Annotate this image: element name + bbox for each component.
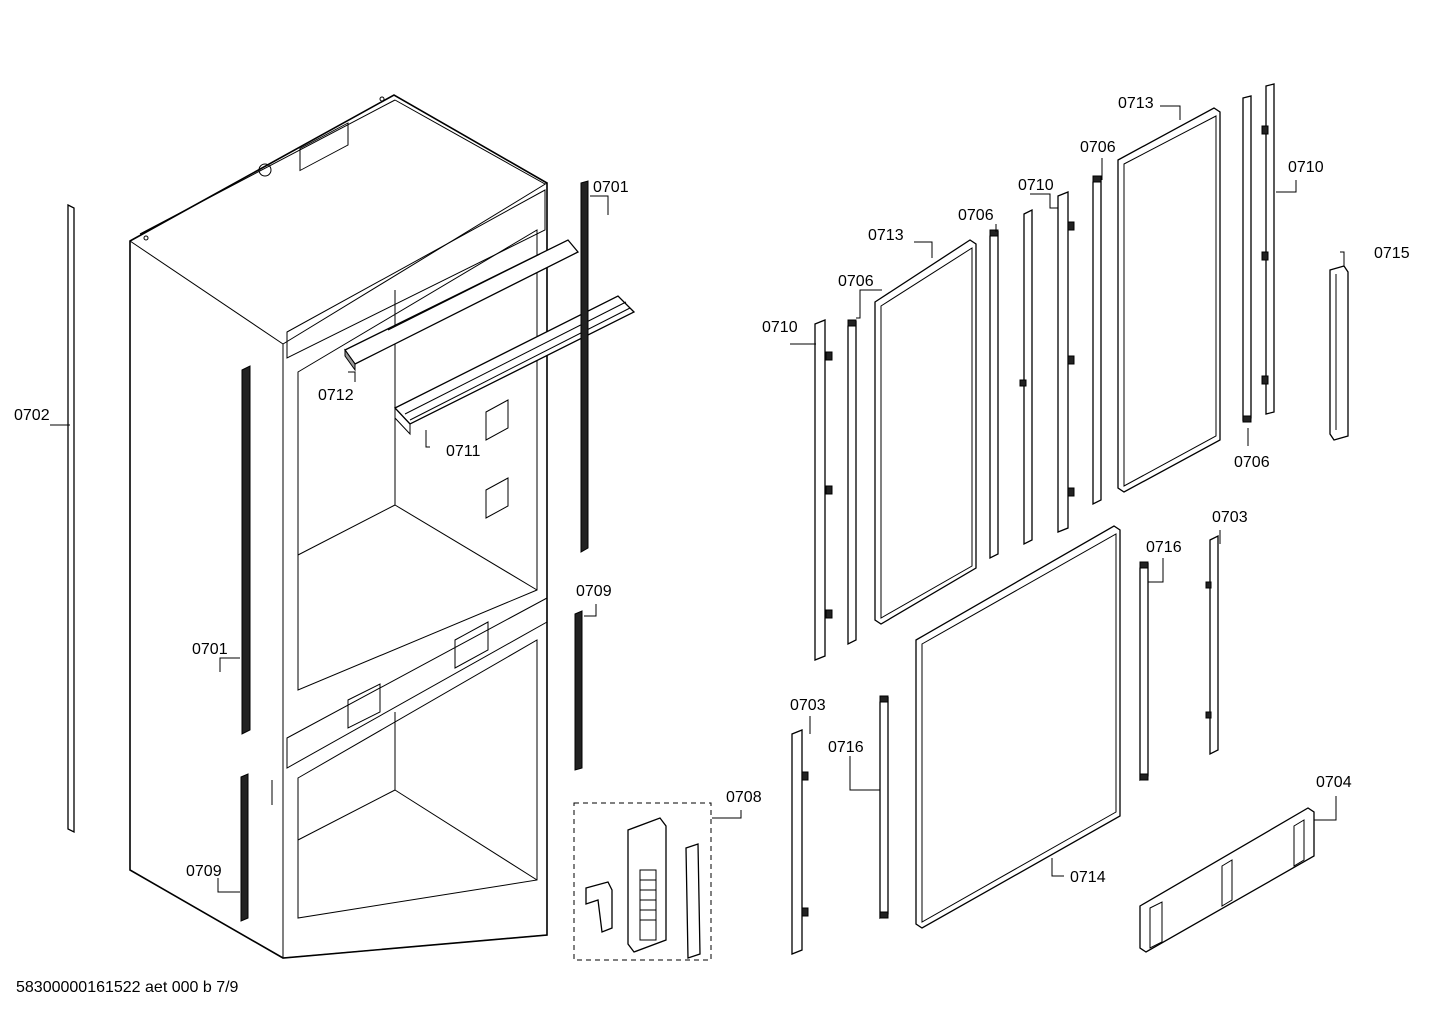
label-0716-left: 0716 xyxy=(828,739,864,756)
label-0701-right: 0701 xyxy=(593,179,629,196)
label-0710-left: 0710 xyxy=(762,319,798,336)
part-0715-handle xyxy=(1329,265,1349,441)
part-0701-strip-left xyxy=(241,365,251,735)
label-0703-left: 0703 xyxy=(790,697,826,714)
label-0703-right: 0703 xyxy=(1212,509,1248,526)
part-0706-strip-a xyxy=(847,319,857,646)
label-0706-d: 0706 xyxy=(1234,454,1270,471)
label-0706-b: 0706 xyxy=(958,207,994,224)
part-0710-frame-left xyxy=(814,319,833,661)
drawing-reference-number: 58300000161522 aet 000 b 7/9 xyxy=(16,979,239,996)
label-0706-c: 0706 xyxy=(1080,139,1116,156)
part-0708-kit xyxy=(573,802,712,961)
part-0712-bracket xyxy=(344,239,580,372)
cabinet-body xyxy=(129,94,548,959)
part-0701-strip-right xyxy=(580,180,589,553)
part-0710-frame-right xyxy=(1242,83,1275,423)
part-0702-strip xyxy=(67,203,75,834)
leader-lines xyxy=(50,105,1345,893)
label-0713-left: 0713 xyxy=(868,227,904,244)
part-0711-rail xyxy=(393,295,636,436)
part-0714-door-lower xyxy=(915,525,1121,929)
label-0711: 0711 xyxy=(446,443,481,460)
label-0708: 0708 xyxy=(726,789,762,806)
part-labels: 0702 0701 0701 0712 0711 0709 0709 0708 … xyxy=(14,95,1410,886)
label-0710-mid: 0710 xyxy=(1018,177,1054,194)
part-0709-strip-left xyxy=(240,773,249,922)
label-0709-left: 0709 xyxy=(186,863,222,880)
label-0702: 0702 xyxy=(14,407,50,424)
part-0703-frame-left xyxy=(791,729,809,955)
part-0704-plinth xyxy=(1139,807,1315,953)
part-0716-strip-right xyxy=(1139,561,1149,782)
label-0713-right: 0713 xyxy=(1118,95,1154,112)
label-0716-right: 0716 xyxy=(1146,539,1182,556)
part-0716-strip-left xyxy=(879,695,889,920)
label-0706-a: 0706 xyxy=(838,273,874,290)
label-0715: 0715 xyxy=(1374,245,1410,262)
part-0706-strip-c xyxy=(1092,175,1102,506)
part-0713-door-left xyxy=(874,239,977,625)
label-0704: 0704 xyxy=(1316,774,1352,791)
part-0709-strip-right xyxy=(574,610,583,771)
label-0712: 0712 xyxy=(318,387,354,404)
label-0709-right: 0709 xyxy=(576,583,612,600)
label-0710-right: 0710 xyxy=(1288,159,1324,176)
part-0713-door-right xyxy=(1117,107,1221,493)
label-0701-left: 0701 xyxy=(192,641,228,658)
part-0710-frame-mid xyxy=(1019,191,1075,546)
label-0714: 0714 xyxy=(1070,869,1106,886)
part-0703-frame-right xyxy=(1205,534,1219,756)
part-0706-strip-b xyxy=(989,229,999,560)
